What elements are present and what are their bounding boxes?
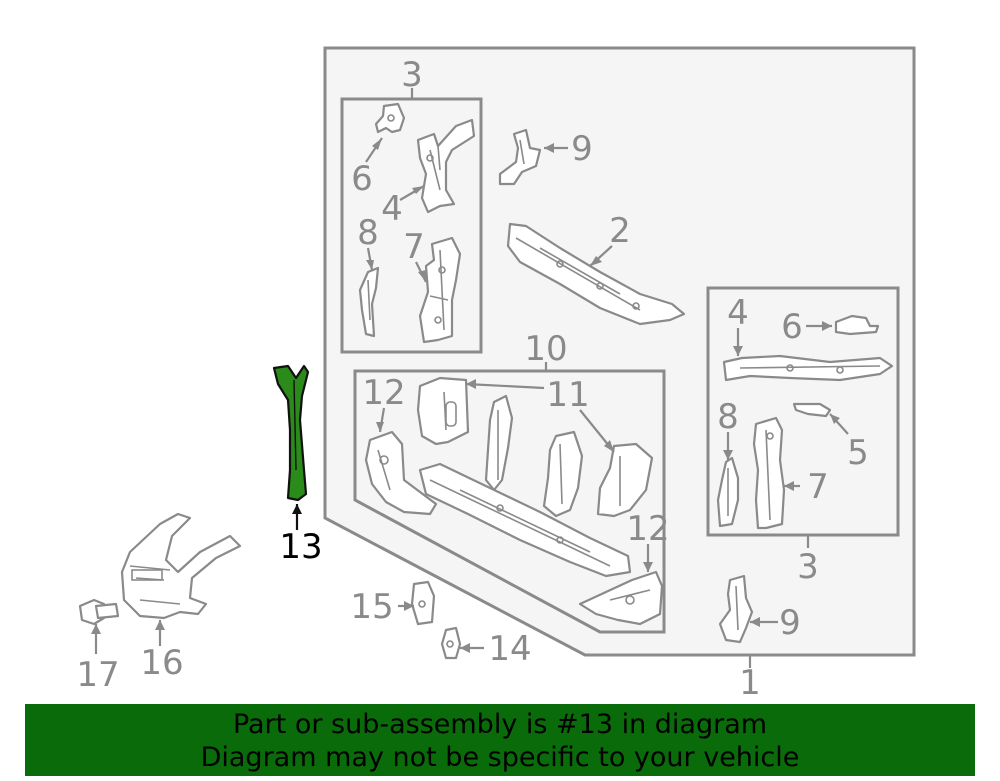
part-7-right — [752, 416, 786, 530]
callout-12-right: 12 — [626, 509, 669, 549]
part-4-right — [722, 354, 894, 382]
part-9-upper — [498, 128, 542, 186]
part-5 — [792, 402, 832, 418]
callout-6-upper: 6 — [351, 159, 373, 199]
part-8-right — [716, 456, 740, 528]
callout-7-right: 7 — [807, 467, 829, 507]
part-6-right — [834, 314, 880, 336]
callout-10: 10 — [524, 329, 567, 369]
part-7-upper — [418, 236, 462, 344]
part-11-pieces — [416, 376, 654, 518]
callout-9-upper: 9 — [571, 129, 593, 169]
info-banner: Part or sub-assembly is #13 in diagram D… — [25, 704, 975, 776]
part-14 — [440, 626, 462, 660]
part-9-lower — [718, 574, 754, 644]
callout-12-left: 12 — [362, 373, 405, 413]
callout-7-upper: 7 — [403, 227, 425, 267]
callout-3-upper: 3 — [401, 55, 423, 95]
callout-5: 5 — [847, 433, 869, 473]
part-17-bolt — [78, 598, 120, 626]
callout-15: 15 — [350, 587, 393, 627]
part-12-right — [578, 570, 664, 626]
arrow-heads — [91, 138, 840, 653]
callout-4-upper: 4 — [381, 189, 403, 229]
callout-13-highlighted: 13 — [279, 527, 322, 567]
callout-1: 1 — [739, 663, 761, 703]
callout-4-right: 4 — [727, 293, 749, 333]
part-8-upper — [358, 266, 380, 338]
group-box-3-right — [706, 286, 900, 537]
part-12-left — [364, 430, 438, 516]
part-6-upper — [374, 102, 406, 134]
callout-labels: 3 6 4 8 7 9 2 10 11 12 12 4 6 5 8 7 3 9 … — [76, 55, 868, 703]
callout-6-right: 6 — [781, 307, 803, 347]
part-15 — [410, 580, 436, 626]
callout-8-upper: 8 — [357, 213, 379, 253]
banner-line-2: Diagram may not be specific to your vehi… — [200, 742, 800, 773]
part-2-upper-support — [506, 222, 686, 326]
callout-14: 14 — [488, 629, 531, 669]
callout-17: 17 — [76, 655, 119, 695]
part-13-highlighted — [272, 364, 310, 502]
callout-2: 2 — [609, 211, 631, 251]
callout-3-right: 3 — [797, 547, 819, 587]
part-10-lower-support — [418, 462, 632, 578]
banner-line-1: Part or sub-assembly is #13 in diagram — [232, 709, 768, 740]
callout-8-right: 8 — [717, 397, 739, 437]
callout-9-lower: 9 — [779, 603, 801, 643]
part-16 — [120, 512, 242, 620]
callout-16: 16 — [140, 643, 183, 683]
callout-11: 11 — [546, 375, 589, 415]
